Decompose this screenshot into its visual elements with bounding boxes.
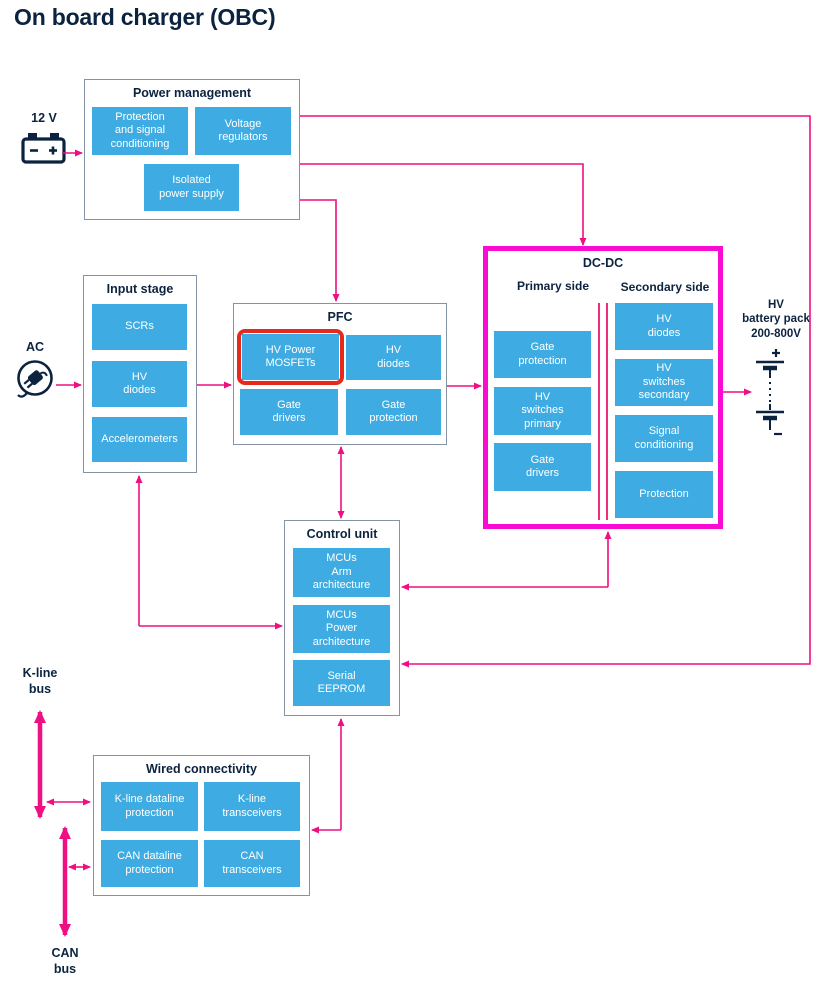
pfc-group: PFC HV Power MOSFETs HV diodes Gate driv… — [233, 303, 447, 445]
block-voltage-regulators[interactable]: Voltage regulators — [195, 107, 291, 155]
block-kline-dataline-protection[interactable]: K-line dataline protection — [101, 782, 198, 831]
group-title: PFC — [327, 310, 353, 324]
group-title: DC-DC — [582, 256, 624, 270]
block-hv-diodes-input[interactable]: HV diodes — [92, 361, 187, 407]
block-kline-transceivers[interactable]: K-line transceivers — [204, 782, 300, 831]
page-title: On board charger (OBC) — [14, 4, 276, 30]
block-gate-protection-pfc[interactable]: Gate protection — [346, 389, 441, 435]
battery-12v-icon — [21, 133, 66, 164]
block-mcus-arm-architecture[interactable]: MCUs Arm architecture — [293, 548, 390, 597]
block-protection-and-signal-conditioning[interactable]: Protection and signal conditioning — [92, 107, 188, 155]
group-title: Control unit — [306, 527, 378, 541]
wired-connectivity-group: Wired connectivity K-line dataline prote… — [93, 755, 310, 896]
block-hv-switches-secondary[interactable]: HV switches secondary — [615, 359, 713, 406]
block-hv-power-mosfets[interactable]: HV Power MOSFETs — [242, 334, 339, 380]
column-header-primary-side: Primary side — [516, 279, 590, 293]
block-accelerometers[interactable]: Accelerometers — [92, 417, 187, 462]
block-gate-protection-primary[interactable]: Gate protection — [494, 331, 591, 378]
label-can-bus: CAN bus — [51, 946, 79, 976]
block-mcus-power-architecture[interactable]: MCUs Power architecture — [293, 605, 390, 653]
hv-battery-pack-icon — [756, 349, 784, 436]
isolation-divider-line — [606, 303, 608, 520]
isolation-divider-line — [598, 303, 600, 520]
block-hv-diodes-secondary[interactable]: HV diodes — [615, 303, 713, 350]
group-title: Wired connectivity — [145, 762, 258, 776]
block-protection-secondary[interactable]: Protection — [615, 471, 713, 518]
control-unit-group: Control unit MCUs Arm architecture MCUs … — [284, 520, 400, 716]
highlight-box-hv-power-mosfets: HV Power MOSFETs — [237, 329, 344, 385]
power-management-group: Power management Protection and signal c… — [84, 79, 300, 220]
block-hv-switches-primary[interactable]: HV switches primary — [494, 387, 591, 435]
group-title: Input stage — [106, 282, 174, 296]
dcdc-group: DC-DC Primary side Secondary side Gate p… — [483, 246, 723, 529]
group-title: Power management — [132, 86, 252, 100]
block-can-transceivers[interactable]: CAN transceivers — [204, 840, 300, 887]
wire-power-management-to-pfc — [300, 199, 340, 302]
input-stage-group: Input stage SCRs HV diodes Accelerometer… — [83, 275, 197, 473]
block-gate-drivers-pfc[interactable]: Gate drivers — [240, 389, 338, 435]
block-can-dataline-protection[interactable]: CAN dataline protection — [101, 840, 198, 887]
block-hv-diodes-pfc[interactable]: HV diodes — [346, 335, 441, 380]
block-gate-drivers-primary[interactable]: Gate drivers — [494, 443, 591, 491]
block-signal-conditioning[interactable]: Signal conditioning — [615, 415, 713, 462]
wire-power-management-to-dcdc — [300, 163, 587, 246]
label-12v: 12 V — [31, 111, 57, 125]
column-header-secondary-side: Secondary side — [620, 280, 710, 294]
label-hv-battery-pack: HV battery pack 200-800V — [742, 299, 810, 340]
ac-plug-icon — [17, 360, 53, 398]
block-serial-eeprom[interactable]: Serial EEPROM — [293, 660, 390, 706]
label-kline-bus: K-line bus — [22, 666, 58, 696]
label-ac: AC — [25, 340, 45, 354]
block-scrs[interactable]: SCRs — [92, 304, 187, 350]
block-isolated-power-supply[interactable]: Isolated power supply — [144, 164, 239, 211]
